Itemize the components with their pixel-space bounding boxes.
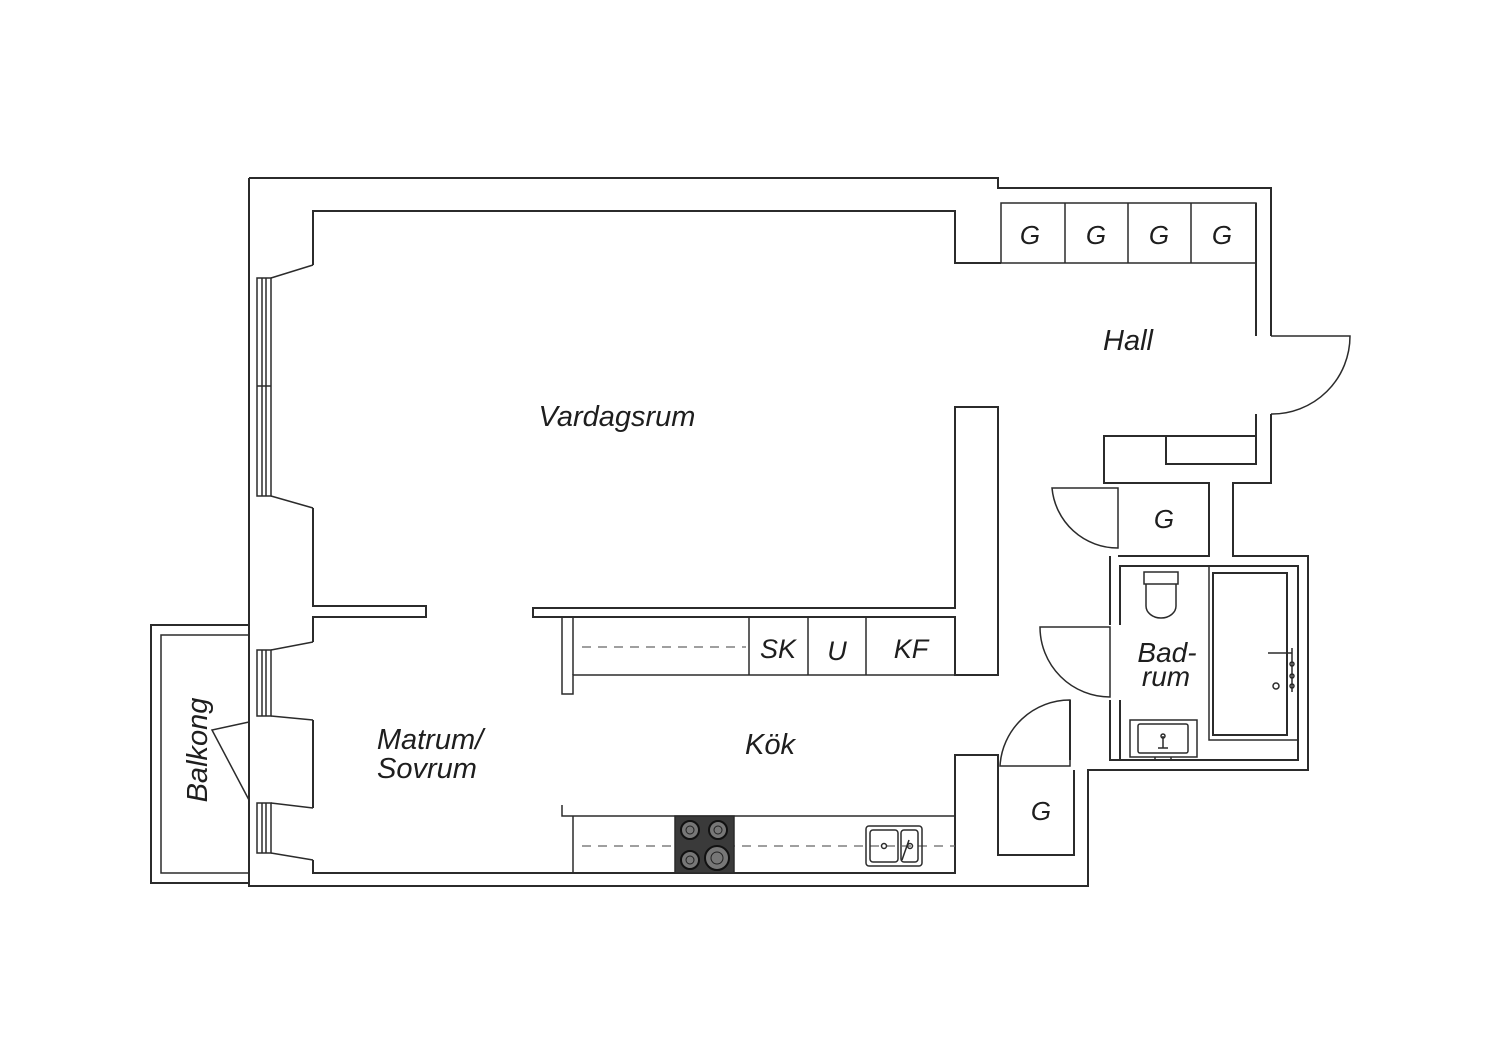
wardrobe-door bbox=[1051, 487, 1119, 549]
entrance-door bbox=[1270, 335, 1351, 415]
room-label-matrum: Matrum/ bbox=[377, 724, 486, 756]
window-top bbox=[256, 264, 314, 509]
room-label-balkong: Balkong bbox=[182, 698, 214, 803]
room-label-badrum-2: rum bbox=[1142, 661, 1190, 692]
doors bbox=[210, 335, 1351, 801]
kitchen-sink-icon bbox=[865, 825, 923, 867]
wardrobe-label: G bbox=[1086, 220, 1106, 250]
kitchen-lower-counter bbox=[561, 805, 955, 874]
balcony-door bbox=[210, 721, 250, 801]
room-label-badrum-1: Bad- bbox=[1137, 637, 1196, 668]
hall-wardrobes: G G G G bbox=[1000, 202, 1257, 264]
room-labels: Vardagsrum Hall Kök Matrum/ Sovrum Bad- … bbox=[182, 325, 1197, 802]
window-middle bbox=[256, 641, 314, 721]
outer-walls bbox=[150, 177, 1309, 887]
window-bottom bbox=[256, 802, 314, 861]
shower-icon bbox=[1208, 565, 1299, 741]
kitchen-upper-counter: SK U KF bbox=[561, 617, 955, 695]
wardrobe-lower-label: G bbox=[1031, 796, 1051, 826]
room-label-hall: Hall bbox=[1103, 325, 1155, 357]
wardrobe-label: G bbox=[1212, 220, 1232, 250]
wardrobe-label: G bbox=[1020, 220, 1040, 250]
wardrobe-label: G bbox=[1149, 220, 1169, 250]
room-label-vardagsrum: Vardagsrum bbox=[539, 401, 696, 433]
windows bbox=[256, 264, 314, 861]
kitchen-partition bbox=[532, 406, 999, 676]
fridge-label: KF bbox=[894, 634, 930, 664]
stove-icon bbox=[674, 815, 735, 874]
freezer-label: SK bbox=[760, 634, 797, 664]
washbasin-icon bbox=[1129, 719, 1198, 760]
bathroom-fixtures bbox=[1129, 565, 1299, 760]
toilet-icon bbox=[1143, 571, 1179, 619]
wardrobe-middle-label: G bbox=[1154, 504, 1174, 534]
living-room-wall bbox=[312, 210, 1001, 265]
oven-label: U bbox=[827, 636, 847, 666]
lower-wardrobe-door bbox=[999, 699, 1071, 767]
bathroom-door bbox=[1039, 626, 1111, 698]
balcony-outline bbox=[150, 624, 249, 884]
room-label-kok: Kök bbox=[745, 729, 796, 761]
room-label-sovrum: Sovrum bbox=[377, 753, 477, 785]
